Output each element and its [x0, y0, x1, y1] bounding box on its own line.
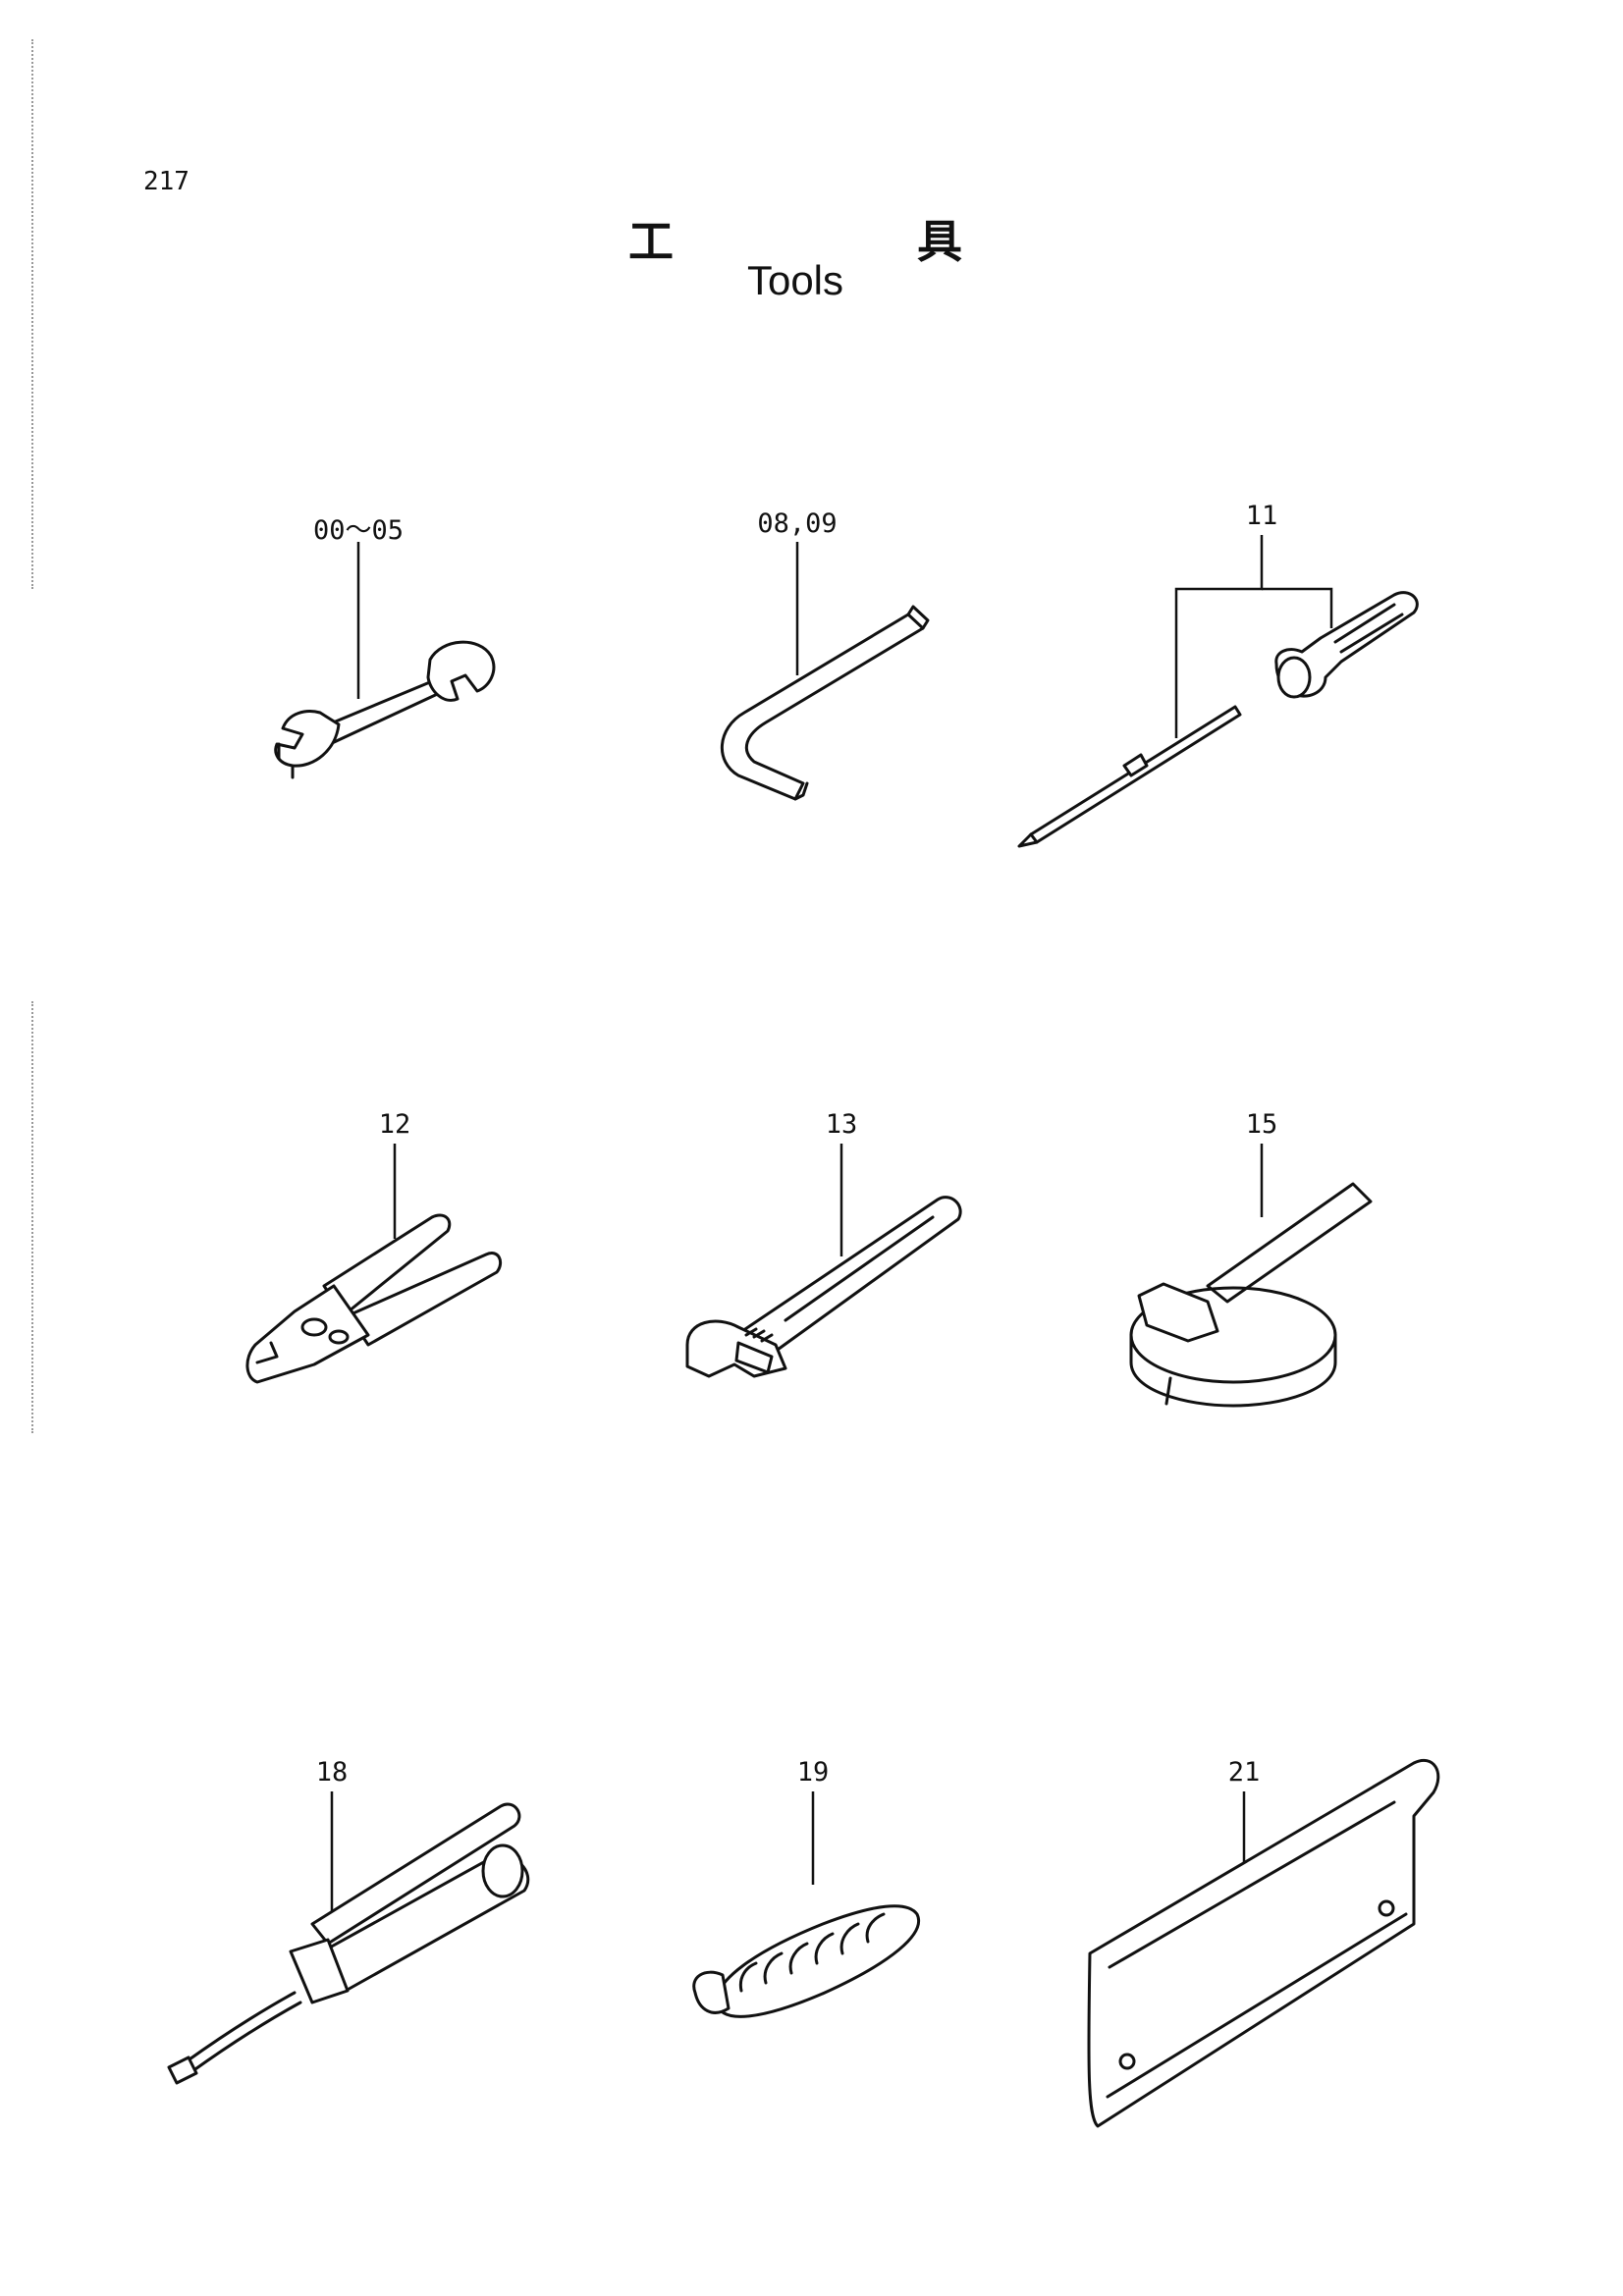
adjustable-wrench-icon [685, 1196, 962, 1378]
pliers-icon [245, 1213, 502, 1384]
callout-item-1: 00～05 [312, 515, 405, 546]
open-end-wrench-icon [274, 640, 496, 779]
tool-bag-icon [1087, 1758, 1440, 2128]
callout-item-5: 13 [825, 1109, 858, 1140]
grease-nozzle-icon [692, 1904, 921, 2018]
callout-item-2: 08,09 [757, 508, 838, 539]
leader-lines [330, 535, 1333, 1919]
hex-key-icon [721, 605, 930, 801]
title-jp-left: 工 [628, 215, 674, 268]
page-title: Tools [746, 257, 844, 303]
callout-item-4: 12 [378, 1109, 411, 1140]
scan-edge-mark [31, 1001, 33, 1433]
page-number: 217 [143, 167, 189, 196]
callout-item-3: 11 [1245, 501, 1278, 531]
grease-gun-icon [167, 1802, 530, 2085]
callout-item-9: 21 [1227, 1757, 1261, 1788]
callout-item-8: 19 [796, 1757, 830, 1788]
callout-item-7: 18 [315, 1757, 349, 1788]
screwdriver-set-icon [1017, 591, 1419, 848]
callout-item-6: 15 [1245, 1109, 1278, 1140]
filter-wrench-icon [1129, 1182, 1373, 1408]
title-jp-right: 具 [917, 215, 962, 268]
page-title-jp: 工 具 [628, 206, 962, 271]
scan-edge-mark [31, 39, 33, 589]
